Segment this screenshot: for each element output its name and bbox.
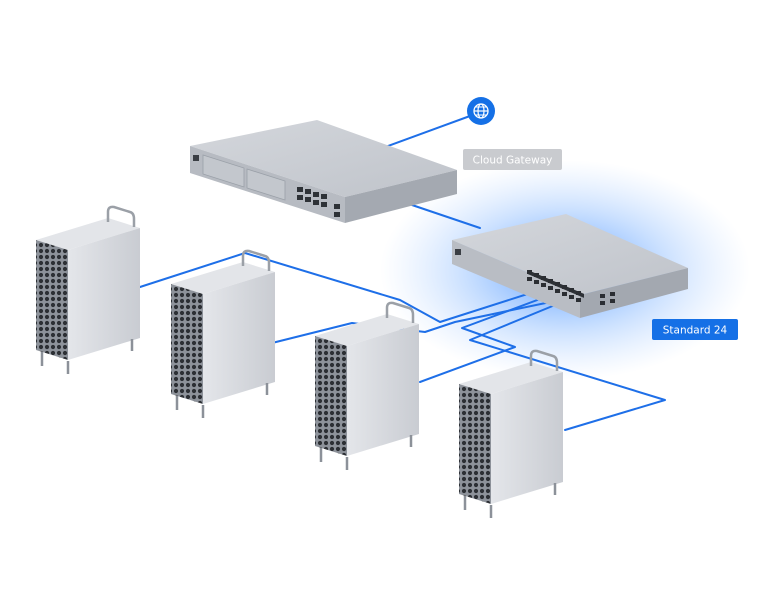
cloud-gateway-label: Cloud Gateway — [463, 149, 562, 170]
cloud-gateway-device — [190, 120, 457, 223]
server-2 — [171, 249, 275, 418]
standard-24-label: Standard 24 — [652, 319, 738, 340]
standard-24-switch — [452, 214, 688, 318]
link-switch-to-server-1 — [139, 252, 541, 323]
network-links — [139, 115, 666, 431]
server-1 — [36, 205, 140, 374]
link-switch-to-server-3 — [419, 295, 549, 383]
globe-icon — [467, 97, 495, 125]
link-gateway-to-switch — [411, 204, 481, 229]
link-switch-to-server-2 — [271, 299, 561, 344]
standard-24-label-text: Standard 24 — [663, 325, 728, 337]
cloud-gateway-label-text: Cloud Gateway — [473, 155, 553, 167]
server-4 — [459, 349, 563, 518]
link-switch-to-server-4 — [469, 304, 666, 431]
server-3 — [315, 301, 419, 470]
